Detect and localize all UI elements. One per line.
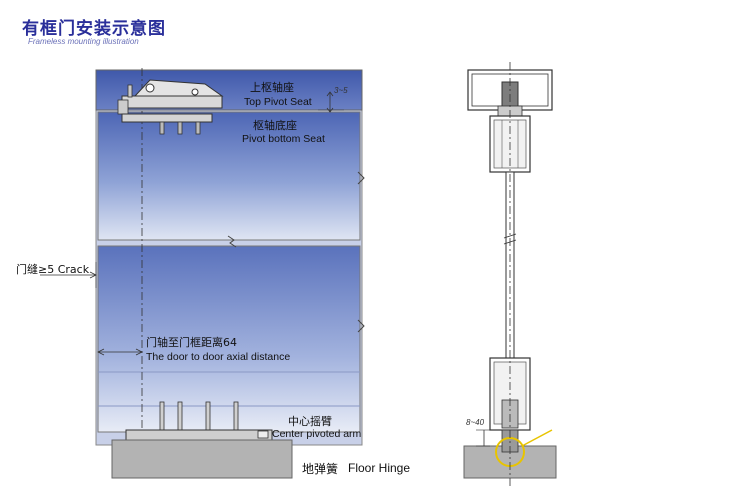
pivot-bottom-label-cn: 枢轴底座 [253,119,297,132]
top-pivot-label-en: Top Pivot Seat [244,96,312,108]
page-subtitle: Frameless mounting illustration [28,37,139,46]
page-title: 有框门安装示意图 [22,19,166,39]
side-section-view [463,62,557,486]
bottom-gap-label: 8~40 [466,418,485,427]
top-pivot-seat [117,79,224,115]
crack-label: 门缝≥5 Crack [16,263,90,276]
top-pivot-label-cn: 上枢轴座 [250,81,294,94]
axial-distance-label-cn: 门轴至门框距离64 [146,336,237,349]
center-arm-label-cn: 中心摇臂 [288,415,332,428]
upper-door-panel [97,111,361,241]
front-view [40,68,365,479]
pivot-bottom-label-en: Pivot bottom Seat [242,133,325,145]
axial-distance-label-en: The door to door axial distance [146,351,291,363]
center-arm-label-en: Center pivoted arm [272,428,362,440]
floor-hinge-box [111,439,293,479]
floor-hinge-label-en: Floor Hinge [348,461,411,475]
top-gap-label: 3~5 [334,86,348,95]
center-pivoted-arm [125,401,273,441]
pivot-bottom-seat [121,113,213,135]
floor-hinge-label-cn: 地弹簧 [302,462,339,476]
